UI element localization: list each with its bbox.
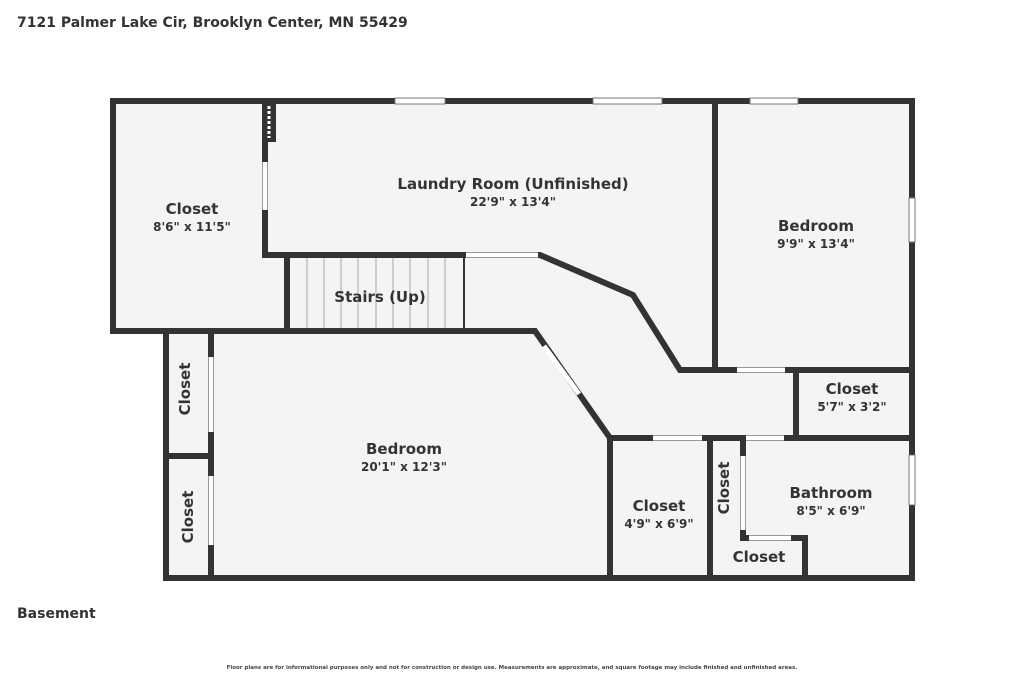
room-dims: 4'9" x 6'9" bbox=[624, 517, 693, 531]
room-name: Closet bbox=[826, 380, 879, 398]
room-name: Closet bbox=[715, 462, 733, 515]
room-name: Closet bbox=[633, 497, 686, 515]
room-name: Closet bbox=[179, 491, 197, 544]
room-dims: 8'6" x 11'5" bbox=[153, 220, 231, 234]
room-name: Bathroom bbox=[789, 484, 872, 502]
room-name: Stairs (Up) bbox=[334, 288, 425, 306]
room-labels: Closet 8'6" x 11'5" Laundry Room (Unfini… bbox=[153, 175, 887, 566]
room-dims: 22'9" x 13'4" bbox=[470, 195, 556, 209]
windows bbox=[394, 97, 916, 506]
room-name: Closet bbox=[733, 548, 786, 566]
level-label: Basement bbox=[17, 606, 96, 622]
room-name: Closet bbox=[166, 200, 219, 218]
room-name: Bedroom bbox=[778, 217, 854, 235]
room-name: Closet bbox=[176, 363, 194, 416]
room-dims: 20'1" x 12'3" bbox=[361, 460, 447, 474]
disclaimer: Floor plans are for informational purpos… bbox=[226, 665, 798, 671]
doors bbox=[208, 162, 791, 545]
property-address: 7121 Palmer Lake Cir, Brooklyn Center, M… bbox=[17, 15, 408, 31]
room-name: Laundry Room (Unfinished) bbox=[397, 175, 628, 193]
stairs bbox=[306, 258, 465, 329]
room-dims: 8'5" x 6'9" bbox=[796, 504, 865, 518]
room-dims: 5'7" x 3'2" bbox=[817, 400, 886, 414]
room-dims: 9'9" x 13'4" bbox=[777, 237, 855, 251]
room-name: Bedroom bbox=[366, 440, 442, 458]
